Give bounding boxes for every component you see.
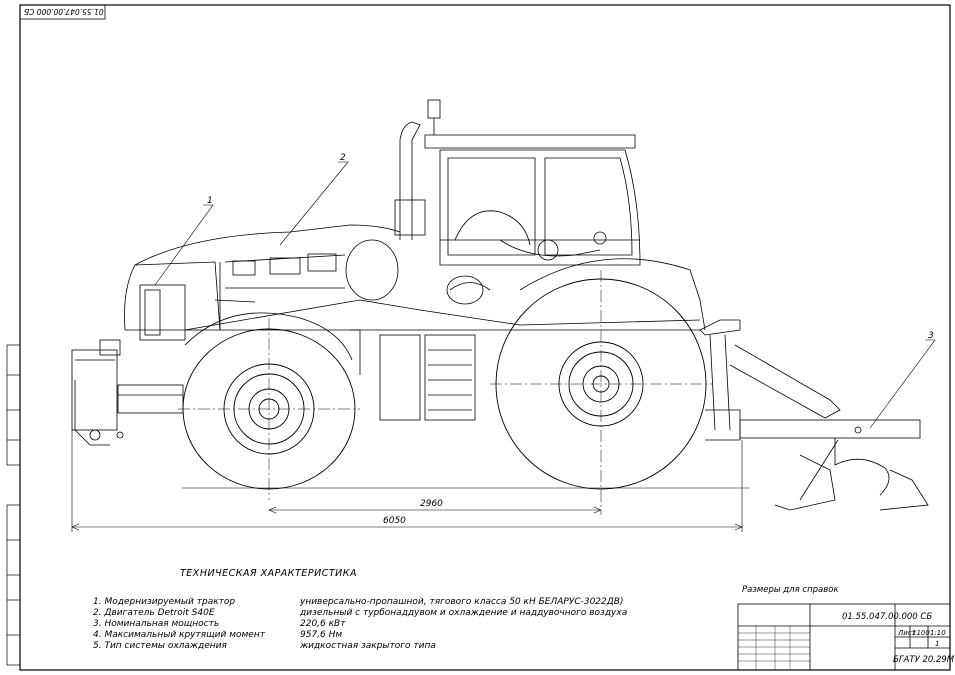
title-block-mass: 1100 <box>912 629 930 637</box>
plough <box>739 419 929 511</box>
dimension-overall-length: 6050 <box>383 516 406 526</box>
title-block-organization: БГАТУ 20.29М <box>893 655 955 665</box>
spec-value-4: 957,6 Нм <box>300 630 343 640</box>
title-block-scale: 1:10 <box>930 629 946 637</box>
cab <box>424 134 641 305</box>
hood <box>124 224 401 341</box>
dimension-lines <box>71 430 743 532</box>
rear-wheel <box>490 270 712 515</box>
title-block-code: 01.55.047.00.000 СБ <box>842 612 933 622</box>
callout-3: 3 <box>928 331 934 341</box>
tractor-drawing <box>71 99 841 446</box>
corner-code: 01.55.047.00.000 СБ <box>24 7 104 16</box>
rear-hitch <box>699 319 841 441</box>
spec-label-2: 2. Двигатель Detroit S40E <box>93 608 215 618</box>
chassis <box>184 199 701 421</box>
spec-value-1: универсально-пропашной, тягового класса … <box>300 597 624 607</box>
callout-leaders <box>154 161 936 429</box>
exhaust <box>399 99 441 240</box>
sheet-frame <box>19 4 951 671</box>
spec-label-1: 1. Модернизируемый трактор <box>93 597 236 607</box>
callout-1: 1 <box>207 196 213 206</box>
title-block-sheets: 1 <box>935 640 940 648</box>
spec-value-2: дизельный с турбонаддувом и охлаждение и… <box>300 608 628 618</box>
spec-label-4: 4. Максимальный крутящий момент <box>93 630 265 640</box>
spec-label-5: 5. Тип системы охлаждения <box>93 641 227 651</box>
spec-value-5: жидкостная закрытого типа <box>300 641 436 651</box>
spec-title: ТЕХНИЧЕСКАЯ ХАРАКТЕРИСТИКА <box>180 568 357 579</box>
front-hitch <box>71 339 184 446</box>
front-fender <box>184 312 353 361</box>
title-block <box>737 603 951 671</box>
margin-strip <box>6 344 21 666</box>
reference-note: Размеры для справок <box>742 585 839 595</box>
title-block-sheet-label: Лист <box>898 629 916 637</box>
dimension-wheelbase: 2960 <box>420 499 443 509</box>
rear-fender <box>519 258 706 331</box>
spec-label-3: 3. Номинальная мощность <box>93 619 220 629</box>
spec-value-3: 220,6 кВт <box>300 619 346 629</box>
front-wheel <box>178 318 360 500</box>
callout-2: 2 <box>340 153 346 163</box>
corner-code-box <box>19 4 106 20</box>
